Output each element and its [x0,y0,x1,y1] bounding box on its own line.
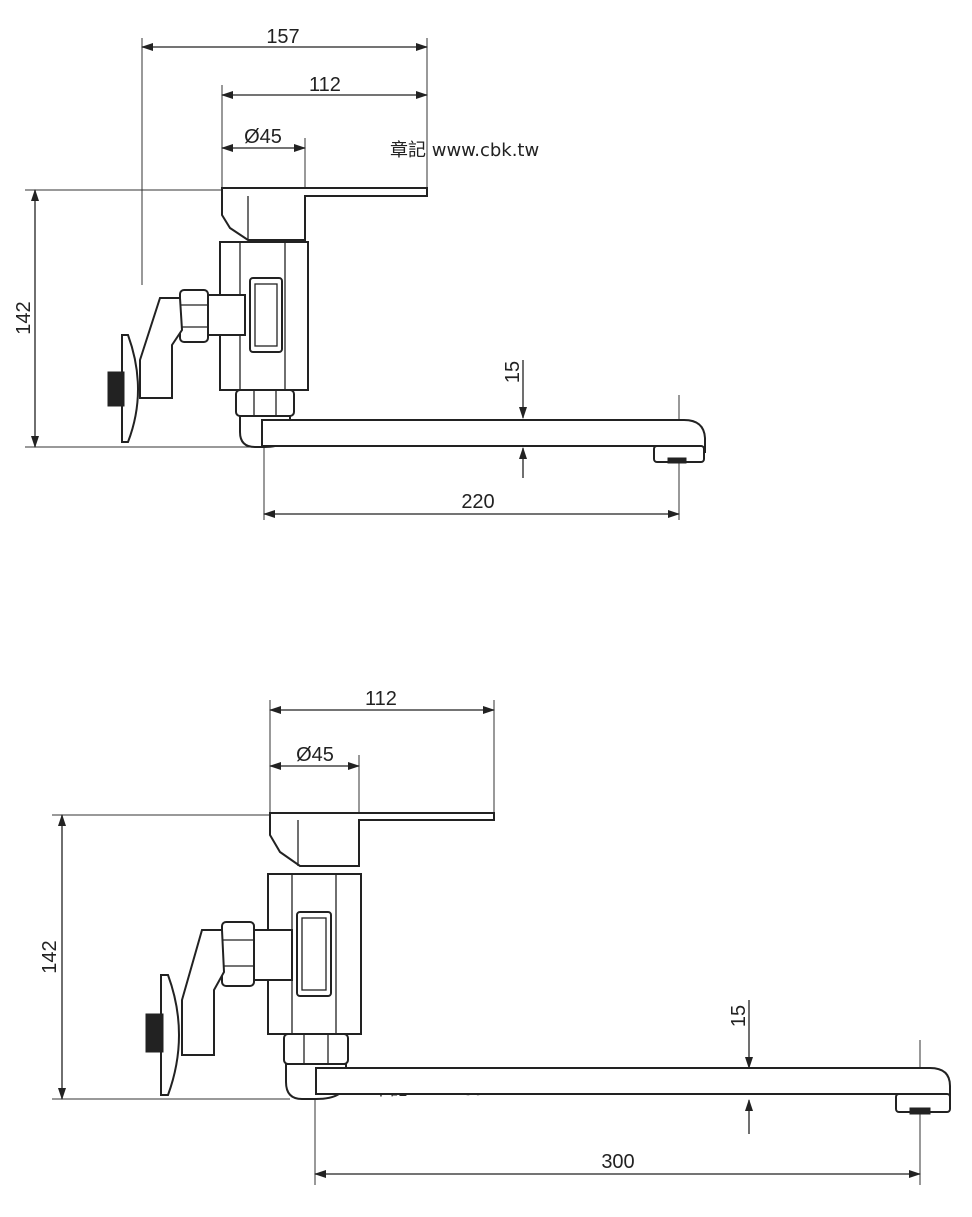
faucet-body [145,812,951,1115]
dimension-lines [58,706,921,1178]
dim-lever-length: 112 [365,688,397,710]
dim-spout-thickness: 15 [728,1005,750,1027]
dim-spout-reach: 300 [601,1151,634,1173]
lever-handle [269,812,495,867]
dim-height: 142 [13,301,35,334]
dim-spout-thickness: 15 [502,361,524,383]
lever-handle [221,187,428,241]
dim-body-diameter: Ø45 [296,744,334,766]
watermark-text: 章記 www.cbk.tw [390,140,539,161]
extension-lines [25,38,680,520]
faucet-drawing-long-spout: 112 Ø45 142 15 300 章記 www.cbk.tw [39,688,951,1185]
dimension-lines [31,43,680,518]
faucet-drawing-short-spout: 157 112 Ø45 142 15 220 章記 www.cbk.tw [13,26,706,520]
dim-body-diameter: Ø45 [244,126,282,148]
dim-overall-width: 157 [266,26,299,48]
extension-lines [52,700,921,1185]
faucet-body [107,187,706,464]
dim-lever-length: 112 [309,74,341,96]
dim-spout-reach: 220 [461,491,494,513]
dim-height: 142 [39,940,61,973]
